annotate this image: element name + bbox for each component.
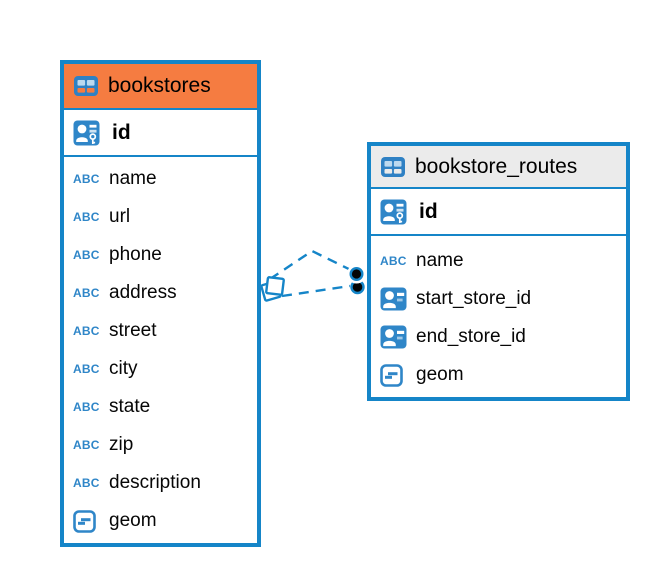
column-label: city xyxy=(109,358,138,379)
column-row[interactable]: ABC street xyxy=(64,312,257,350)
column-label: phone xyxy=(109,244,162,265)
column-row[interactable]: ABC address xyxy=(64,274,257,312)
column-label: description xyxy=(109,472,201,493)
column-list: ABC name start_store_id xyxy=(371,236,626,397)
text-type-icon: ABC xyxy=(380,254,407,268)
column-row[interactable]: ABC phone xyxy=(64,236,257,274)
table-bookstore-routes[interactable]: bookstore_routes id ABC name xyxy=(367,142,630,401)
text-type-icon: ABC xyxy=(73,248,100,262)
column-row[interactable]: ABC name xyxy=(64,160,257,198)
column-row[interactable]: geom xyxy=(64,502,257,540)
fk-endpoint-dots xyxy=(346,264,367,295)
primary-key-icon xyxy=(380,199,407,224)
table-bookstores[interactable]: bookstores id ABC name xyxy=(60,60,261,547)
column-row[interactable]: start_store_id xyxy=(371,280,626,318)
column-label: end_store_id xyxy=(416,326,526,347)
text-type-icon: ABC xyxy=(73,438,100,452)
primary-key-icon xyxy=(73,120,100,145)
reference-type-icon xyxy=(380,287,407,311)
geometry-type-icon xyxy=(73,509,96,533)
primary-key-row[interactable]: id xyxy=(371,189,626,236)
column-row[interactable]: end_store_id xyxy=(371,318,626,356)
column-label: zip xyxy=(109,434,134,455)
relationship-line[interactable] xyxy=(281,284,351,298)
text-type-icon: ABC xyxy=(73,210,100,224)
table-header-bookstores[interactable]: bookstores xyxy=(64,64,257,110)
text-type-icon: ABC xyxy=(73,286,100,300)
column-list: ABC name ABC url ABC phone ABC address A… xyxy=(64,157,257,543)
primary-key-row[interactable]: id xyxy=(64,110,257,157)
column-row[interactable]: geom xyxy=(371,356,626,394)
column-row[interactable]: ABC description xyxy=(64,464,257,502)
column-row[interactable]: ABC name xyxy=(371,242,626,280)
table-header-bookstore-routes[interactable]: bookstore_routes xyxy=(371,146,626,189)
column-label: geom xyxy=(416,364,464,385)
text-type-icon: ABC xyxy=(73,362,100,376)
column-label: state xyxy=(109,396,151,417)
relationship-line[interactable] xyxy=(269,249,356,280)
text-type-icon: ABC xyxy=(73,476,100,490)
table-icon xyxy=(74,76,98,96)
column-label: address xyxy=(109,282,177,303)
reference-type-icon xyxy=(380,325,407,349)
column-label: url xyxy=(109,206,131,227)
column-label: name xyxy=(109,168,157,189)
primary-key-label: id xyxy=(419,199,438,223)
column-row[interactable]: ABC city xyxy=(64,350,257,388)
primary-key-label: id xyxy=(112,120,131,144)
geometry-type-icon xyxy=(380,363,403,387)
text-type-icon: ABC xyxy=(73,172,100,186)
text-type-icon: ABC xyxy=(73,400,100,414)
text-type-icon: ABC xyxy=(73,324,100,338)
column-row[interactable]: ABC url xyxy=(64,198,257,236)
column-label: street xyxy=(109,320,157,341)
fk-diamond-icon xyxy=(260,276,285,302)
column-row[interactable]: ABC state xyxy=(64,388,257,426)
column-label: start_store_id xyxy=(416,288,532,309)
table-icon xyxy=(381,156,405,177)
table-title: bookstores xyxy=(108,74,211,97)
column-label: geom xyxy=(109,510,157,531)
table-title: bookstore_routes xyxy=(415,154,578,178)
column-label: name xyxy=(416,250,464,271)
column-row[interactable]: ABC zip xyxy=(64,426,257,464)
